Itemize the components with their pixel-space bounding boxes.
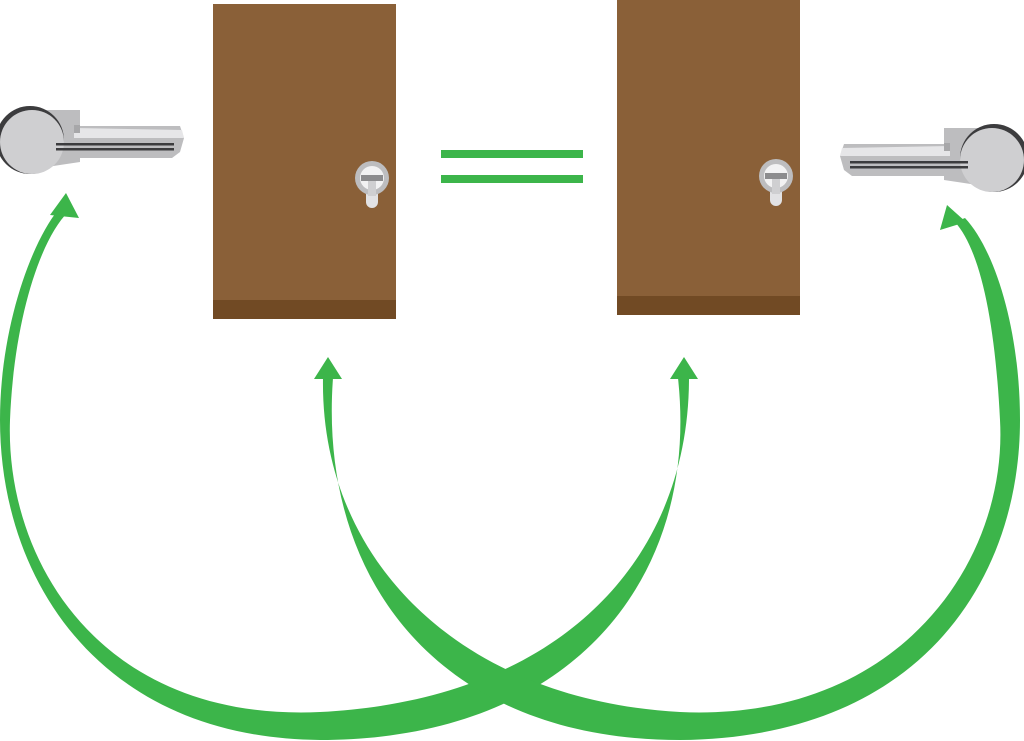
lock-icon (355, 161, 389, 208)
key-icon-right (840, 124, 1024, 192)
left-door (213, 4, 396, 319)
arrowhead-left-door (314, 357, 342, 379)
arrowhead-right-door (670, 357, 698, 379)
right-door (617, 0, 800, 315)
door-base (617, 296, 800, 315)
key-icon-left (0, 106, 184, 174)
door-panel (617, 0, 800, 296)
door-panel (213, 4, 396, 300)
arrow-left-door-to-right-key (314, 205, 1020, 740)
arrowhead-right-key (940, 205, 966, 230)
lock-icon (759, 159, 793, 206)
door-base (213, 300, 396, 319)
equals-icon (441, 150, 583, 183)
arrow-right-door-to-left-key (0, 193, 698, 740)
arrowhead-left-key (50, 193, 79, 218)
